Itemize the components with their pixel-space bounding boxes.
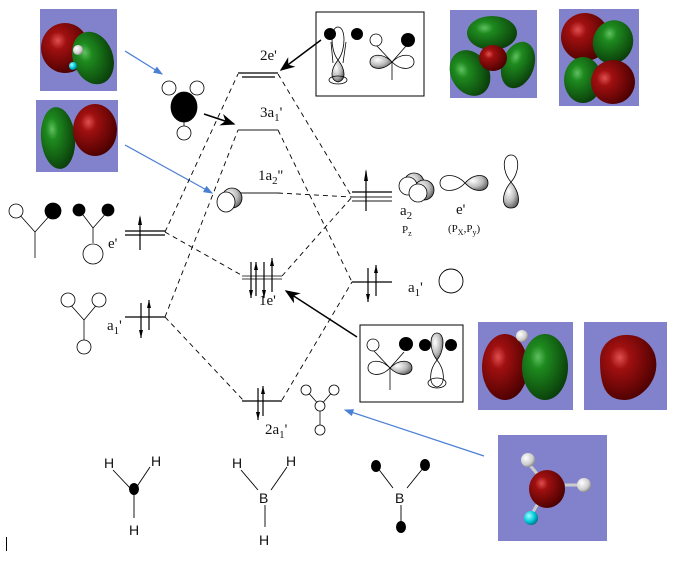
boron-level-p: [352, 169, 392, 211]
blue-arrow-2: [124, 144, 214, 194]
salc-a1-prime-sketch: [60, 292, 107, 355]
salc-e-prime-a-sketch: [8, 202, 62, 258]
s-orbital-icon: [438, 268, 464, 294]
svg-text:H: H: [286, 453, 296, 469]
svg-text:B: B: [395, 490, 404, 506]
ligand-level-a1-prime: [125, 300, 165, 338]
level-1e-prime: [242, 258, 282, 298]
blue-arrow-3: [343, 409, 485, 457]
mo-render-2e-prime-a: [449, 10, 537, 98]
label-boron-pxpy: (PX,Py): [448, 223, 480, 237]
svg-text:B: B: [259, 490, 268, 506]
box-1e-prime-sketch: [359, 324, 464, 403]
label-1e-prime: 1e': [259, 293, 276, 309]
salc-e-prime-b-sketch: [72, 203, 115, 265]
mo-render-2e-prime-b: [559, 9, 639, 106]
label-1a2-double-prime: 1a2'': [258, 168, 283, 187]
label-boron-pz: Pz: [402, 224, 412, 238]
blue-arrow-1: [124, 50, 164, 75]
arrow-box-to-2e: [279, 39, 322, 71]
a1-combination-sketch: [300, 384, 340, 436]
level-2e-prime: [238, 72, 278, 78]
ligand-level-e-prime: [125, 215, 165, 250]
h3-fragment-structure: H H H: [104, 453, 161, 538]
svg-text:H: H: [232, 455, 242, 471]
mo-render-1e-prime-a: [478, 322, 573, 410]
svg-text:H: H: [129, 522, 139, 538]
correlation-lines: [164, 73, 353, 401]
mo-render-2a1-prime: [584, 322, 667, 410]
bh3-structure: H H B H: [232, 453, 296, 548]
boron-level-a1-prime: [352, 265, 392, 302]
mo-render-e-prime-b: [36, 100, 118, 172]
pz-lobe-icon: [216, 187, 243, 213]
label-boron-a1-prime: a1': [408, 280, 423, 299]
box-2e-prime-sketch: [315, 11, 425, 97]
mo-render-e-prime-a: [40, 9, 117, 91]
label-2e-prime: 2e': [260, 48, 277, 64]
level-2a1-prime: [242, 386, 282, 420]
arrow-box-to-1e: [284, 290, 358, 338]
arrow-sketch-to-3a1: [203, 113, 236, 126]
label-ligand-a1-prime: a1': [107, 318, 122, 337]
py-orbital-icon: [503, 154, 519, 209]
svg-text:H: H: [104, 455, 114, 471]
label-3a1-prime: 3a1': [260, 105, 283, 124]
label-boron-e-prime: e': [456, 202, 466, 218]
label-ligand-e-prime: e': [108, 236, 118, 252]
svg-text:H: H: [151, 453, 161, 469]
pz-orbital-icon: [398, 172, 435, 203]
a1-antibonding-sketch: [161, 80, 205, 141]
label-2a1-prime: 2a1': [265, 422, 288, 441]
svg-text:H: H: [259, 532, 269, 548]
label-boron-a2: a2: [400, 203, 412, 222]
boron-fragment-structure: B: [371, 459, 430, 533]
text-cursor: [6, 537, 7, 551]
mo-render-fragment: [498, 435, 607, 541]
px-orbital-icon: [439, 175, 489, 191]
